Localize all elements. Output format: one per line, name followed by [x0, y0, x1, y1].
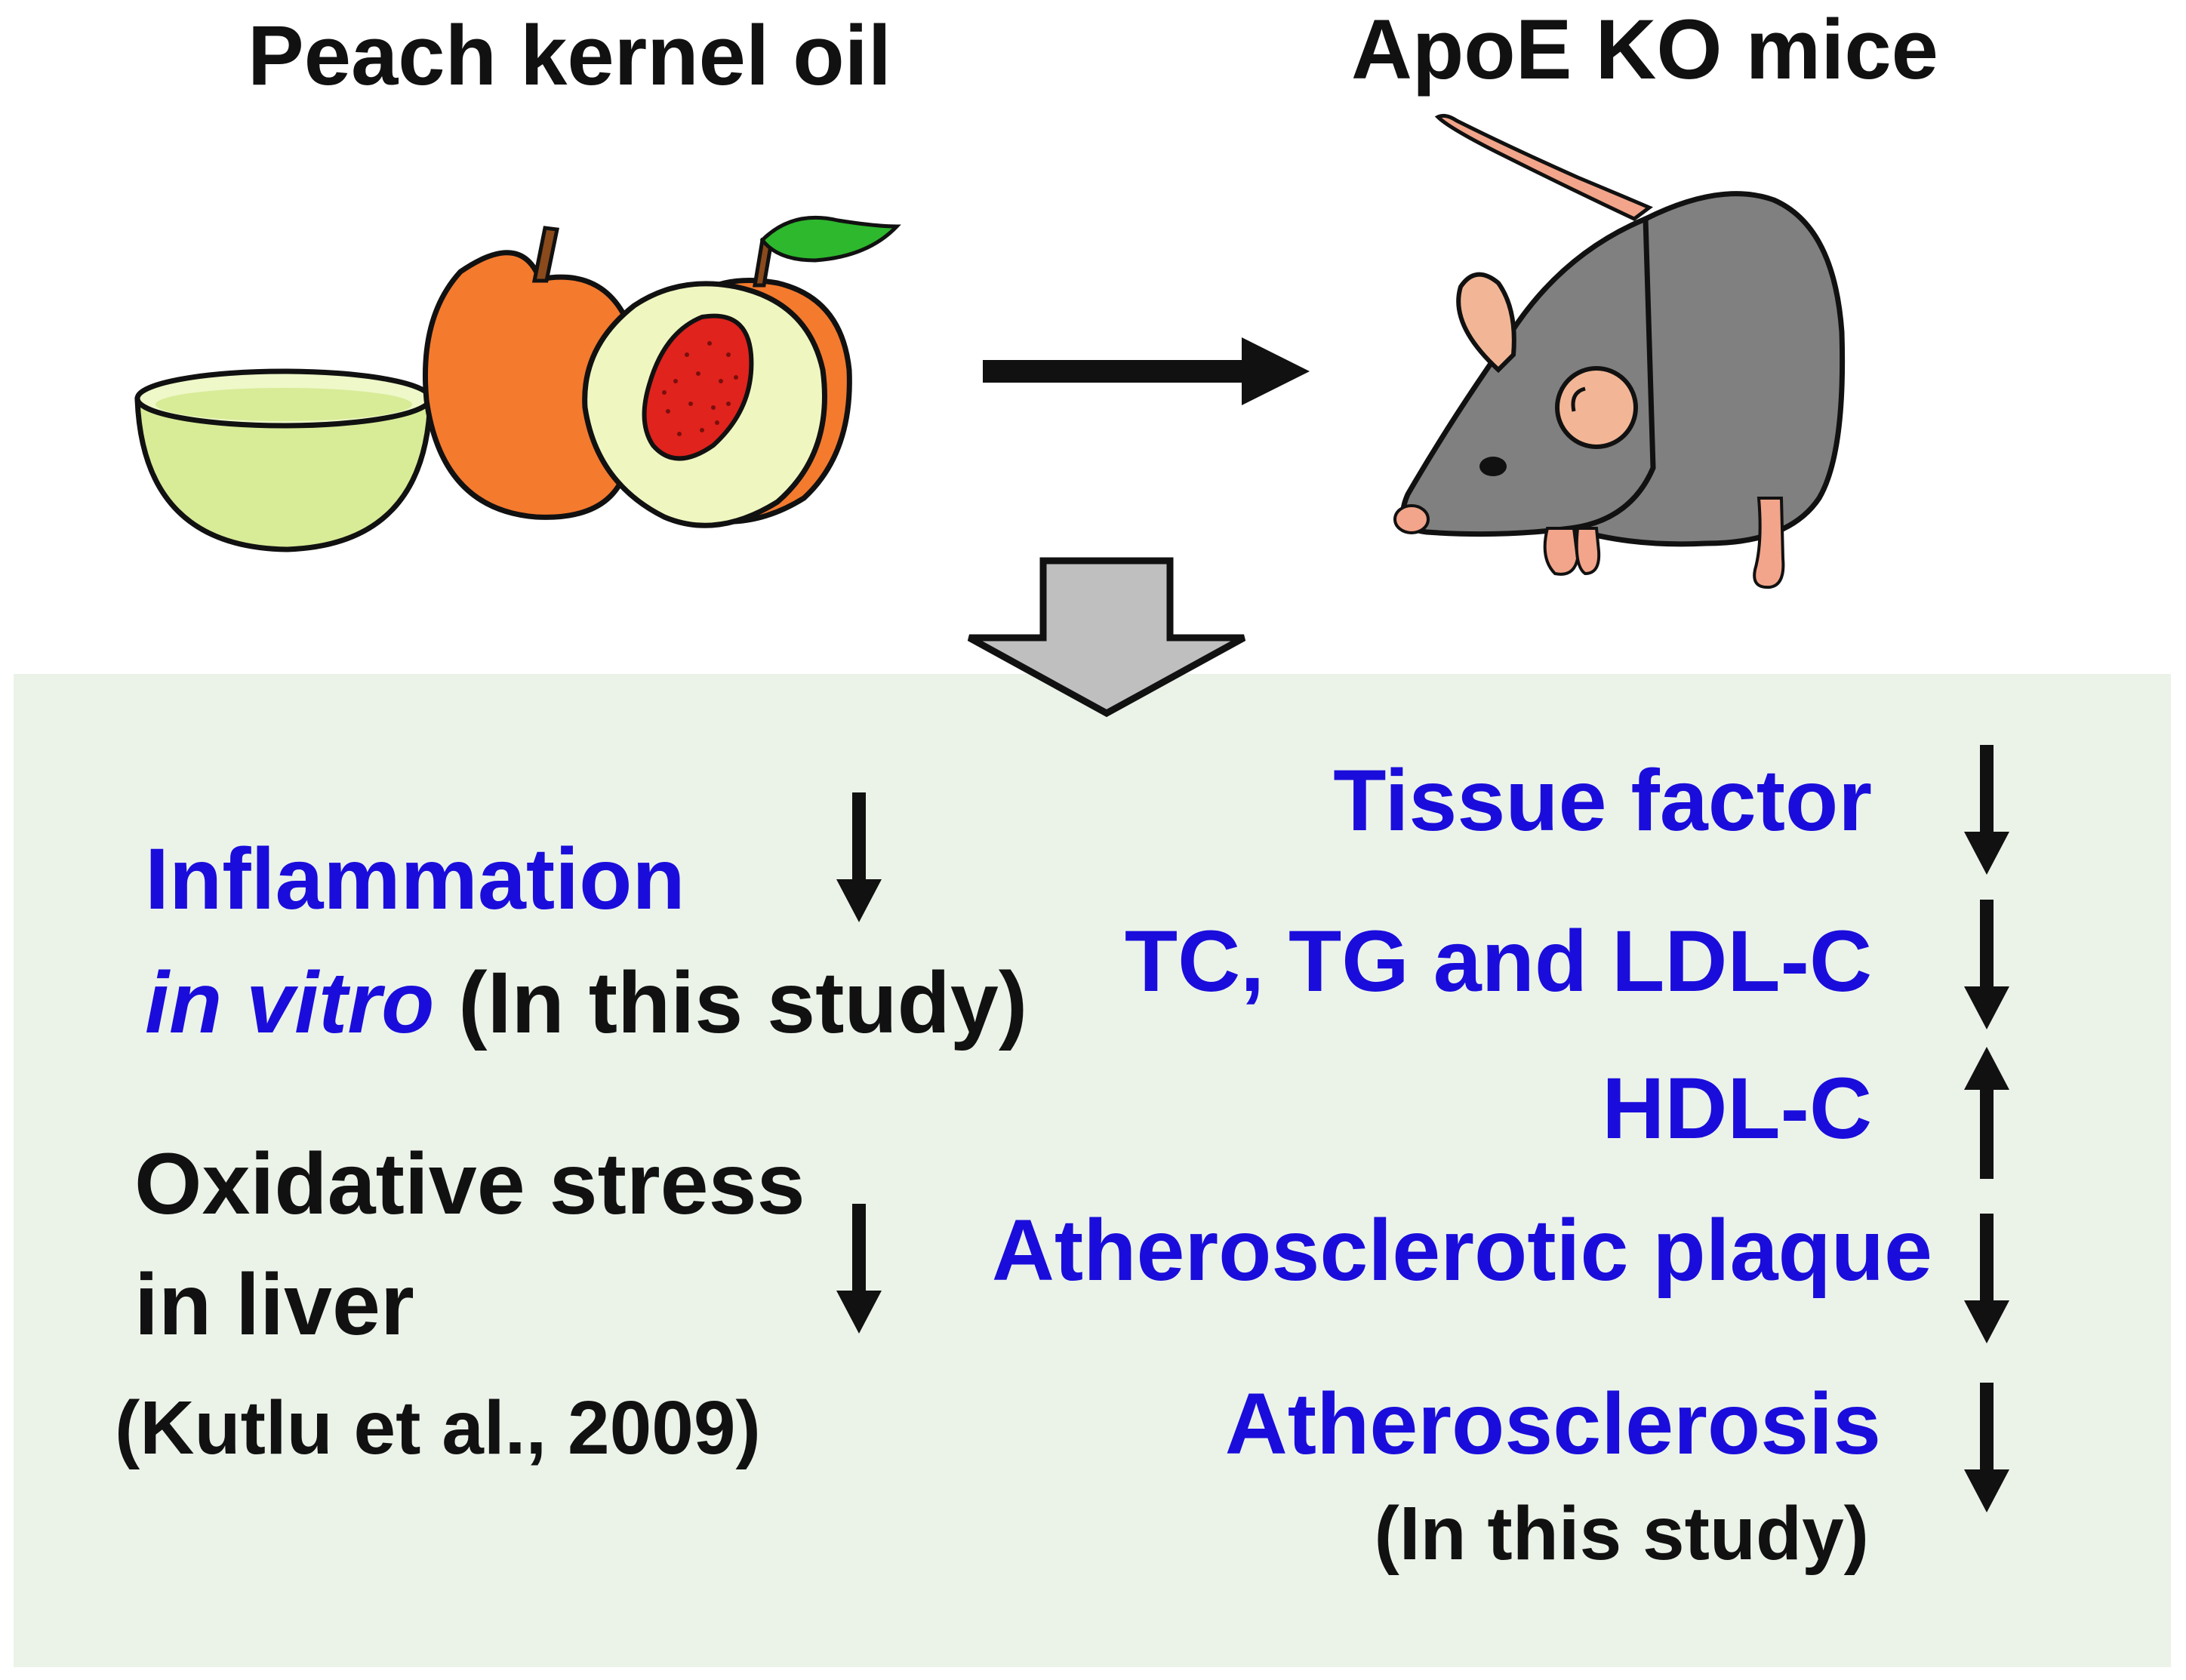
in-vitro-label: in vitro [145, 955, 435, 1051]
atherosclerotic-plaque-label: Atherosclerotic plaque [991, 1202, 1932, 1299]
peach-fruit-illustration [422, 215, 901, 528]
mouse-illustration [1393, 113, 1846, 589]
kutlu-citation: (Kutlu et al., 2009) [115, 1386, 761, 1470]
bowl-of-oil-illustration [134, 368, 433, 552]
hdl-c-label: HDL-C [1602, 1060, 1872, 1157]
inflammation-label: Inflammation [145, 831, 685, 928]
arrow-right-icon [983, 337, 1310, 405]
arrow-down-icon [836, 792, 882, 922]
apoe-ko-mice-title: ApoE KO mice [1351, 2, 1938, 97]
in-this-study-note-right: (In this study) [1374, 1491, 1869, 1576]
tc-tg-ldl-label: TC, TG and LDL-C [1124, 913, 1872, 1010]
arrow-up-icon [1964, 1047, 2009, 1179]
arrow-down-icon [1964, 745, 2009, 875]
tissue-factor-label: Tissue factor [1333, 752, 1872, 849]
arrow-down-icon [1964, 1383, 2009, 1512]
oxidative-stress-label: Oxidative stress [134, 1136, 805, 1232]
arrow-down-icon [1964, 900, 2009, 1029]
arrow-down-icon [836, 1204, 882, 1334]
peach-kernel-oil-title: Peach kernel oil [248, 8, 891, 103]
in-vitro-line: in vitro (In this study) [145, 960, 1027, 1047]
in-liver-label: in liver [134, 1257, 414, 1353]
arrow-down-icon [1964, 1214, 2009, 1343]
effects-panel [14, 674, 2171, 1667]
atherosclerosis-label: Atherosclerosis [1224, 1376, 1881, 1472]
in-this-study-note: (In this study) [434, 955, 1028, 1051]
